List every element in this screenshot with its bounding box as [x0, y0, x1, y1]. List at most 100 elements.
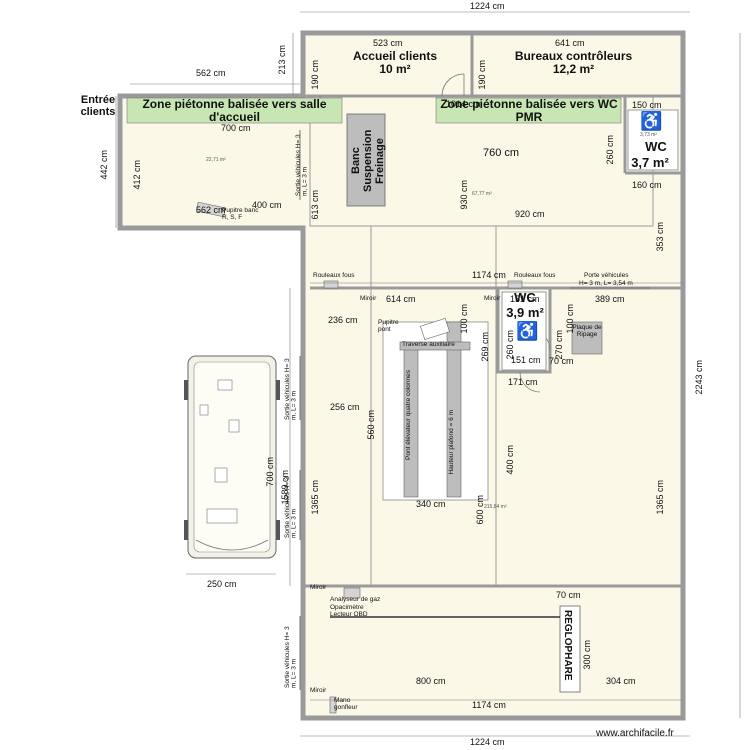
rouleaux-2 — [507, 280, 523, 289]
dim-1014: 1014 cm — [446, 99, 481, 109]
entree-label: Entrée clients — [80, 94, 116, 119]
dim-right-height: 2243 cm — [694, 360, 704, 395]
dim-256: 256 cm — [330, 402, 360, 412]
traverse — [399, 341, 471, 351]
pont-frame — [382, 321, 489, 501]
dim-top-width: 1224 cm — [470, 1, 505, 11]
porte-vehicules-dims: H= 3 m, L= 3,54 m — [579, 280, 633, 287]
bureaux-title: Bureaux contrôleurs — [514, 49, 633, 63]
pit-area — [370, 225, 497, 587]
pupitre-banc-label: Pupitre banc R, S, F — [222, 207, 259, 221]
traverse-label: Traverse auxiliaire — [402, 341, 455, 348]
wc1-box — [627, 109, 679, 171]
rouleaux-1-label: Rouleaux fous — [313, 272, 355, 279]
zone-pietonne-2 — [435, 97, 622, 124]
dim-400b: 400 cm — [505, 445, 515, 475]
dim-1365a: 1365 cm — [310, 480, 320, 515]
banc-label: Banc Suspension Freinage — [350, 129, 387, 193]
area-big: 215,84 m² — [484, 504, 507, 510]
sortie-1-label: Sortie véhicules H= 3 m, L= 3 m — [295, 134, 309, 196]
miroir-3: Miroir — [310, 584, 327, 591]
dim-340: 340 cm — [416, 499, 446, 509]
dim-613: 613 cm — [310, 190, 320, 220]
wheelchair-icon-2: ♿ — [516, 321, 539, 341]
dim-190a: 190 cm — [310, 60, 320, 90]
analyseur-label: Analyseur de gaz — [330, 596, 381, 603]
dim-523: 523 cm — [373, 38, 403, 48]
dim-100a: 100 cm — [459, 304, 469, 334]
dim-151a: 151 cm — [510, 294, 540, 304]
wc2-box — [501, 291, 547, 371]
dim-412: 412 cm — [132, 160, 142, 190]
lecteur-obd-label: Lecteur OBD — [330, 611, 368, 618]
reglophare-label: REGLOPHARE — [562, 610, 573, 681]
dim-70b: 70 cm — [556, 590, 581, 600]
dim-700a: 700 cm — [221, 123, 251, 133]
dim-236: 236 cm — [328, 315, 358, 325]
wc1-small: 3,73 m² — [640, 132, 657, 138]
wc1-area: 3,7 m² — [631, 155, 669, 170]
dim-bottom-width: 1224 cm — [470, 737, 505, 747]
dim-151b: 151 cm — [511, 355, 541, 365]
dim-304: 304 cm — [606, 676, 636, 686]
dim-920: 920 cm — [515, 209, 545, 219]
accueil-title: Accueil clients — [352, 49, 438, 63]
banc-suspension — [346, 113, 386, 207]
dim-400a: 400 cm — [252, 200, 282, 210]
dim-171: 171 cm — [508, 377, 538, 387]
pupitre-banc — [195, 201, 226, 218]
miroir-1: Miroir — [360, 295, 377, 302]
dim-760: 760 cm — [483, 147, 520, 159]
dimension-lines — [115, 11, 741, 737]
sortie-doors — [299, 130, 650, 690]
dim-1174b: 1174 cm — [472, 700, 506, 710]
reglophare-box — [559, 605, 581, 693]
mano-label: Mano gonfleur — [334, 697, 358, 711]
dim-300: 300 cm — [582, 640, 592, 670]
miroir-4: Miroir — [310, 687, 327, 694]
dim-560: 560 cm — [366, 410, 376, 440]
rouleaux-2-label: Rouleaux fous — [514, 272, 556, 279]
sortie-2-label: Sortie véhicules H= 3 m, L= 3 m — [284, 358, 298, 420]
dim-614: 614 cm — [386, 294, 416, 304]
miroir-2: Miroir — [484, 295, 501, 302]
area-6777: 67,77 m² — [472, 191, 492, 197]
pupitre-pont-label: Pupitre pont — [378, 319, 399, 333]
dim-562b: 562 cm — [196, 205, 226, 215]
dim-left-442: 442 cm — [99, 150, 109, 180]
porte-vehicules-label: Porte véhicules — [584, 272, 629, 279]
dim-160: 160 cm — [632, 180, 662, 190]
sortie-3-label: Sortie véhicules H= 3 m, L= 3 m — [284, 476, 298, 538]
bureaux-area: 12,2 m² — [552, 62, 595, 76]
plaque-ripage — [571, 321, 603, 355]
opacimetre-label: Opacimètre — [330, 604, 364, 611]
dim-700b: 700 cm — [265, 457, 275, 487]
wc1-title: WC — [645, 139, 667, 154]
zone-pietonne-2-label: Zone piétonne balisée vers WC PMR — [440, 97, 618, 125]
pont-label-1: Pont élévateur quatre colonnes — [405, 370, 412, 460]
vehicle — [184, 355, 280, 559]
sortie-4-label: Sortie véhicules H= 3 m, L= 3 m — [284, 626, 298, 688]
dim-250: 250 cm — [207, 579, 237, 589]
mano-box — [329, 696, 337, 714]
wc2-title: WC — [514, 290, 536, 305]
watermark: www.archifacile.fr — [596, 728, 674, 739]
dim-260a: 260 cm — [605, 135, 615, 165]
plaque-ripage-label: Plaque de Ripage — [572, 324, 602, 338]
wheelchair-icon: ♿ — [640, 111, 663, 131]
dim-entry-width: 562 cm — [196, 68, 226, 78]
dim-389: 389 cm — [595, 294, 625, 304]
dim-269: 269 cm — [480, 332, 490, 362]
analyseur-box — [343, 587, 361, 599]
rouleaux-1 — [323, 280, 339, 289]
dim-641: 641 cm — [555, 38, 585, 48]
dim-1365b: 1365 cm — [655, 480, 665, 515]
dim-right-353: 353 cm — [655, 222, 665, 252]
outer-walls — [117, 30, 686, 721]
dim-930: 930 cm — [459, 180, 469, 210]
dim-800: 800 cm — [416, 676, 446, 686]
dim-1174a: 1174 cm — [472, 270, 506, 280]
dim-top-213: 213 cm — [277, 45, 287, 75]
